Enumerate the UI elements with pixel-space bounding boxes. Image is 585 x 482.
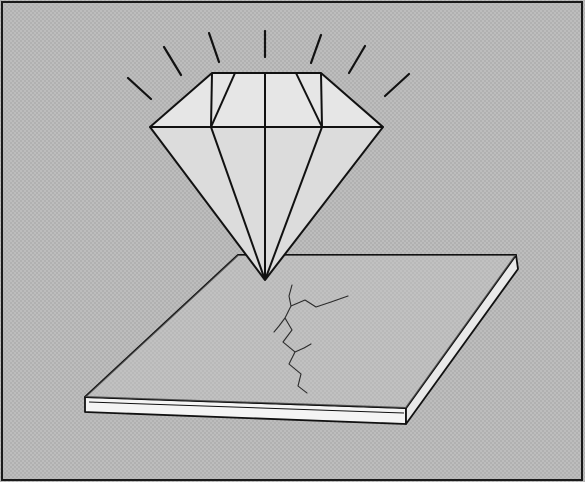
crown-facet	[211, 73, 212, 127]
crown-facet	[321, 73, 322, 127]
